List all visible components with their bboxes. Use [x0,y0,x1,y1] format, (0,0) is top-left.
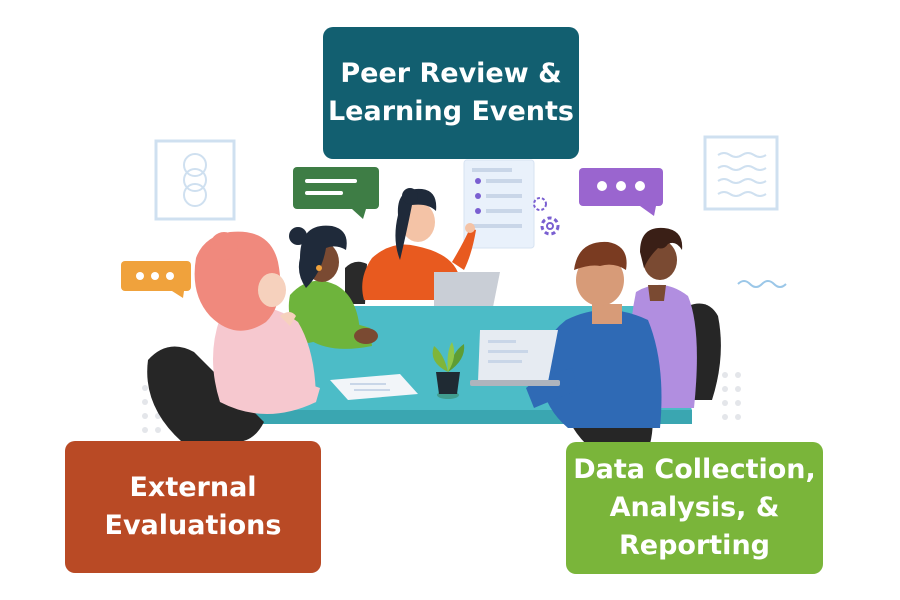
checklist-board-icon [463,159,535,249]
peer-review-box: Peer Review & Learning Events [323,27,579,159]
external-evaluations-box: External Evaluations [65,441,321,573]
paper-sheet [330,374,418,400]
chat-bubble-icon [293,167,379,219]
chair-back [345,261,367,304]
data-collection-box: Data Collection, Analysis, & Reporting [566,442,823,574]
plant-icon [432,342,465,399]
peer-review-line-2: Learning Events [327,96,575,127]
gear-icon [533,197,560,236]
data-collection-line-2: Analysis, & [609,492,780,523]
squiggle-decoration [737,280,787,288]
laptop-icon [470,330,560,386]
wall-frame-waves [703,135,779,211]
data-collection-line-1: Data Collection, [573,454,816,485]
ellipsis-bubble-icon [121,261,191,298]
person-green-jacket [288,225,378,349]
person-blue-sweater [526,241,662,428]
peer-review-line-1: Peer Review & [340,58,562,89]
external-evaluations-line-1: External [129,472,257,503]
data-collection-line-3: Reporting [618,530,770,561]
dot-grid-right [722,372,741,420]
chair-left [147,346,264,442]
ellipsis-bubble-icon [579,168,663,216]
person-pink-hair [194,231,320,414]
wall-frame-circles [154,139,236,221]
external-evaluations-line-2: Evaluations [104,510,282,541]
